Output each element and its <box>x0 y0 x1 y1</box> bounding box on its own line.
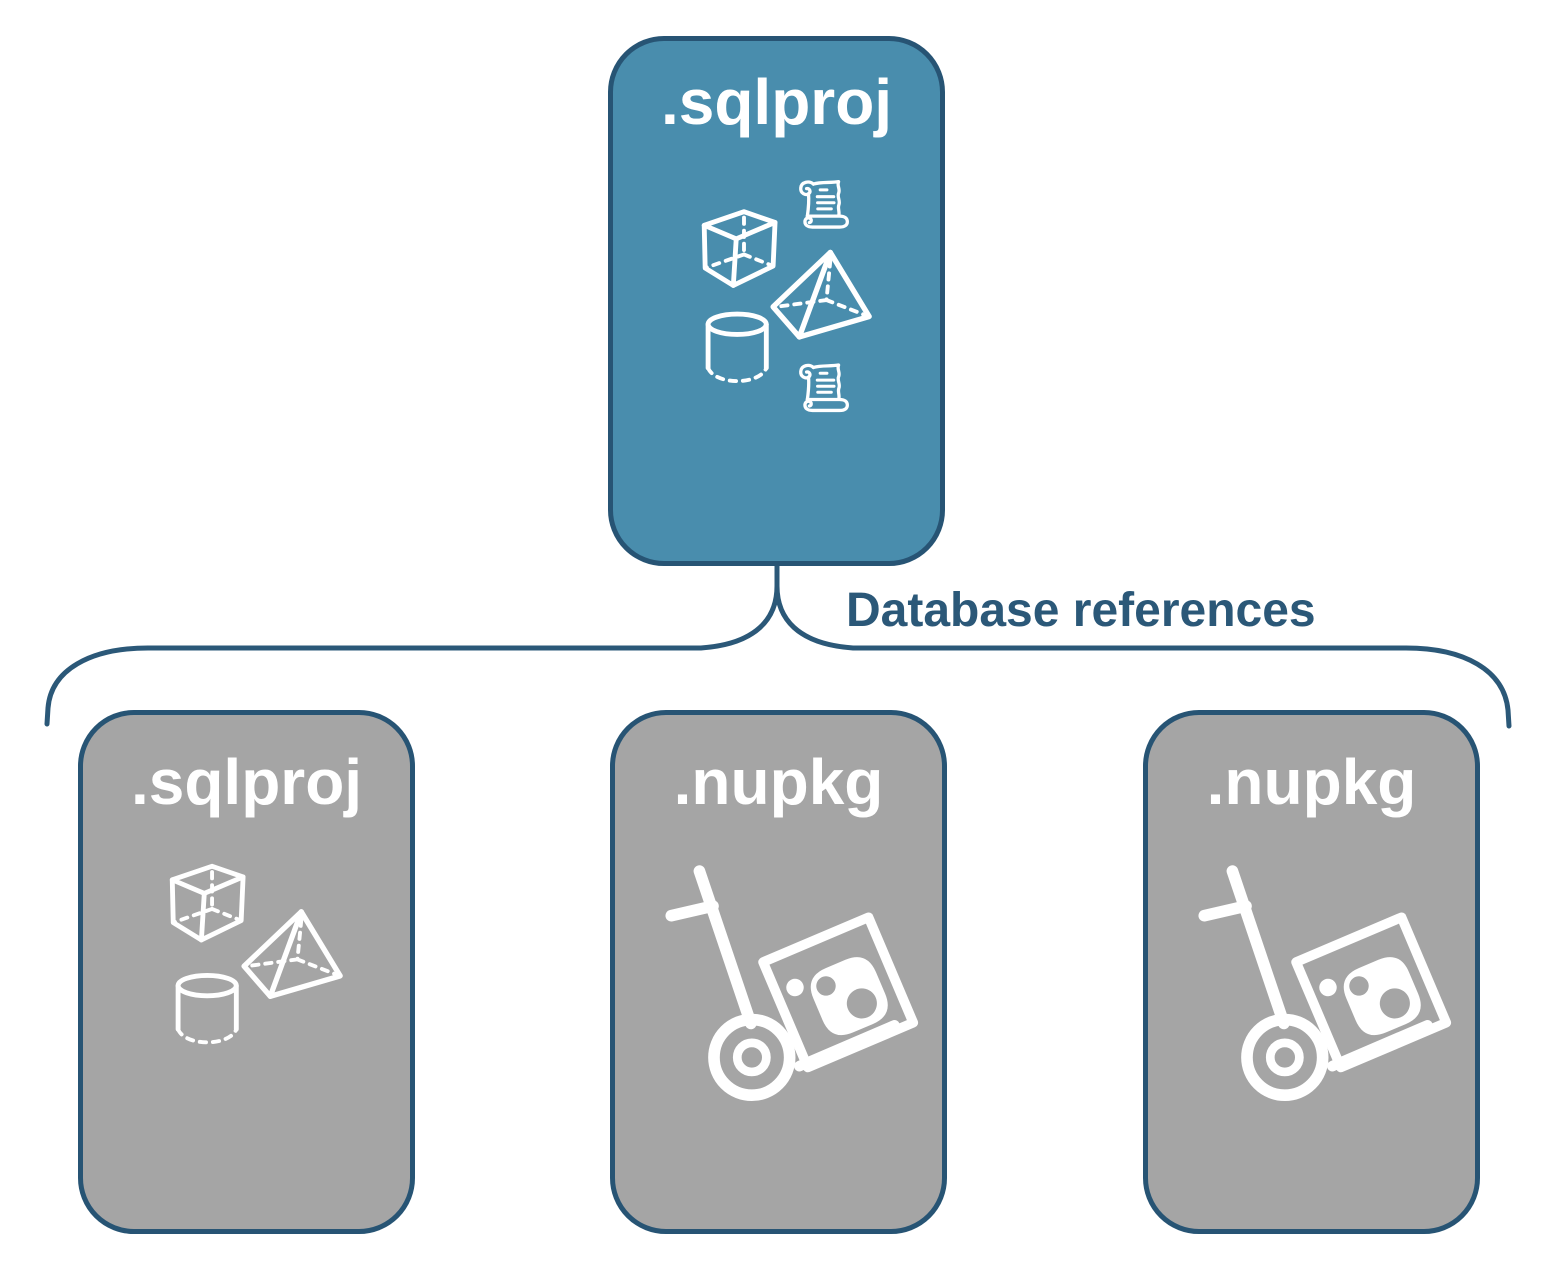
child-node-label: .sqlproj <box>130 746 363 818</box>
cube-icon <box>172 866 243 940</box>
pyramid-icon <box>773 252 869 336</box>
pyramid-icon <box>244 912 340 996</box>
database-cylinder-icon <box>708 314 766 381</box>
script-scroll-icon <box>799 363 849 413</box>
child-node-sqlproj: .sqlproj <box>78 710 415 1234</box>
database-cylinder-icon <box>178 975 236 1042</box>
child-node-nupkg-2: .nupkg <box>1143 710 1480 1234</box>
cube-icon <box>704 212 775 286</box>
child-node-nupkg-1: .nupkg <box>610 710 947 1234</box>
brace-left-arm <box>44 583 780 727</box>
child-node-label: .nupkg <box>1206 746 1417 818</box>
nuget-package-handtruck-icon <box>1204 871 1446 1095</box>
nuget-package-handtruck-icon <box>671 871 913 1095</box>
child-node-label: .nupkg <box>673 746 884 818</box>
script-scroll-icon <box>799 180 849 229</box>
edge-label: Database references <box>846 584 1316 637</box>
root-node-sqlproj: .sqlproj <box>608 36 945 566</box>
root-node-label: .sqlproj <box>660 66 893 138</box>
